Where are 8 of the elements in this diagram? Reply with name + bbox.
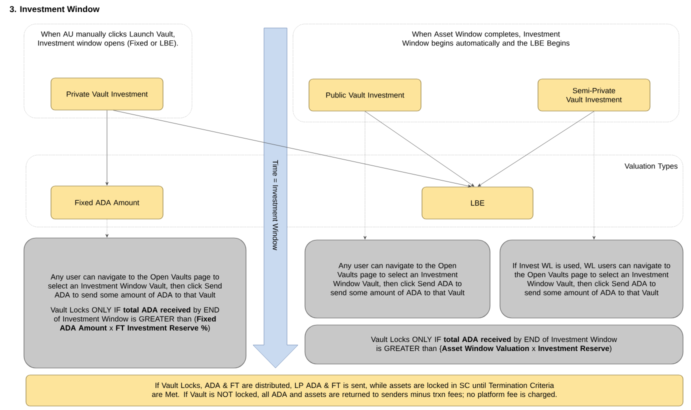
title: 3. Investment Window (10, 6, 100, 12)
arrow (364, 111, 366, 240)
arrow (478, 111, 594, 187)
arrow (592, 111, 596, 240)
arrow (364, 111, 474, 187)
arrow (106, 219, 108, 238)
arrow (113, 110, 472, 188)
arrow (106, 110, 108, 186)
